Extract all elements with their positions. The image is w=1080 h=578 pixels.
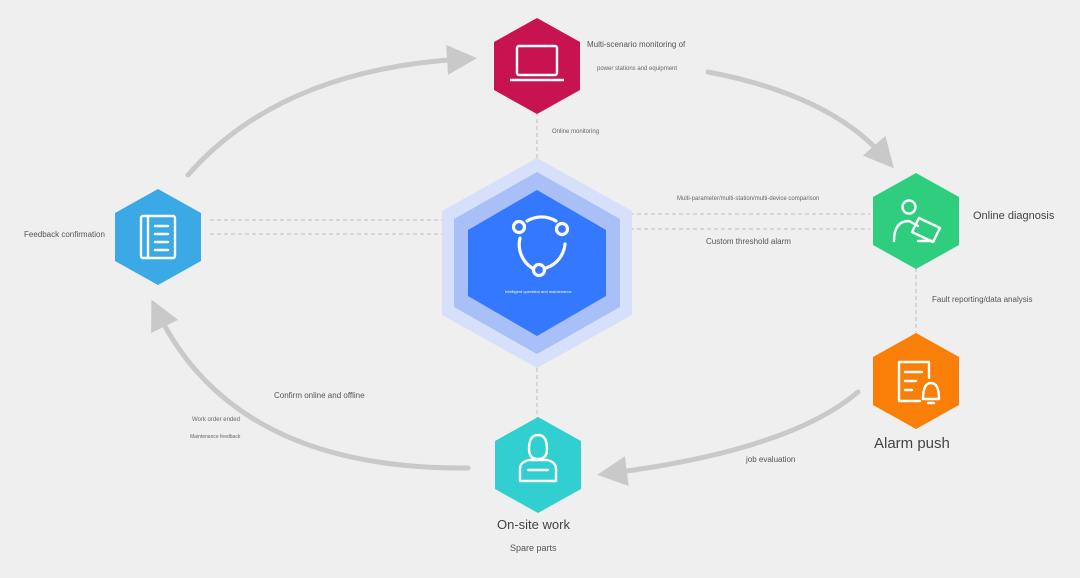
arrow-alarm-to-onsite [597,389,861,486]
node-alarm[interactable] [873,333,959,429]
worker-wrench-icon [518,433,558,483]
share-nodes-icon [511,215,570,278]
label-work-order-ended: Work order ended [192,417,240,423]
hexagon-feedback [115,189,201,285]
document-list-icon [139,214,177,260]
feedback-label: Feedback confirmation [24,230,105,239]
label-comparison: Multi-parameter/multi-station/multi-devi… [677,196,820,202]
onsite-sub-label: Spare parts [510,543,557,553]
hexagon-onsite [495,417,581,513]
alarm-label: Alarm push [874,435,950,452]
arrow-onsite-to-feedback [151,299,471,471]
arrow-monitoring-to-diagnosis [705,69,894,169]
label-online-monitoring: Online monitoring [552,129,600,135]
center-hexagon-inner [468,190,606,336]
onsite-label: On-site work [497,517,570,532]
center-label: Intelligent operation and maintenance [505,289,572,294]
label-fault-reporting: Fault reporting/data analysis [932,295,1033,304]
node-feedback[interactable] [115,189,201,285]
dashed-connectors [210,112,917,418]
laptop-icon [510,44,564,82]
center-hexagon [442,158,632,368]
label-threshold-alarm: Custom threshold alarm [706,237,791,246]
person-clipboard-icon [892,199,942,244]
hexagon-monitoring [494,18,580,114]
document-bell-icon [897,360,941,405]
arrow-feedback-to-monitoring [185,44,477,178]
cycle-arrows [151,44,894,486]
node-diagnosis[interactable] [873,173,959,269]
node-onsite[interactable] [495,417,581,513]
node-monitoring[interactable] [494,18,580,114]
label-job-evaluation: job evaluation [746,455,796,464]
label-confirm-online: Confirm online and offline [274,391,365,400]
label-maintenance-feedback: Maintenance feedback [190,434,241,440]
diagnosis-label: Online diagnosis [973,210,1055,222]
monitoring-label-line2: power stations and equipment [597,66,678,72]
hexagon-diagnosis [873,173,959,269]
monitoring-label-line1: Multi-scenario monitoring of [587,40,686,49]
